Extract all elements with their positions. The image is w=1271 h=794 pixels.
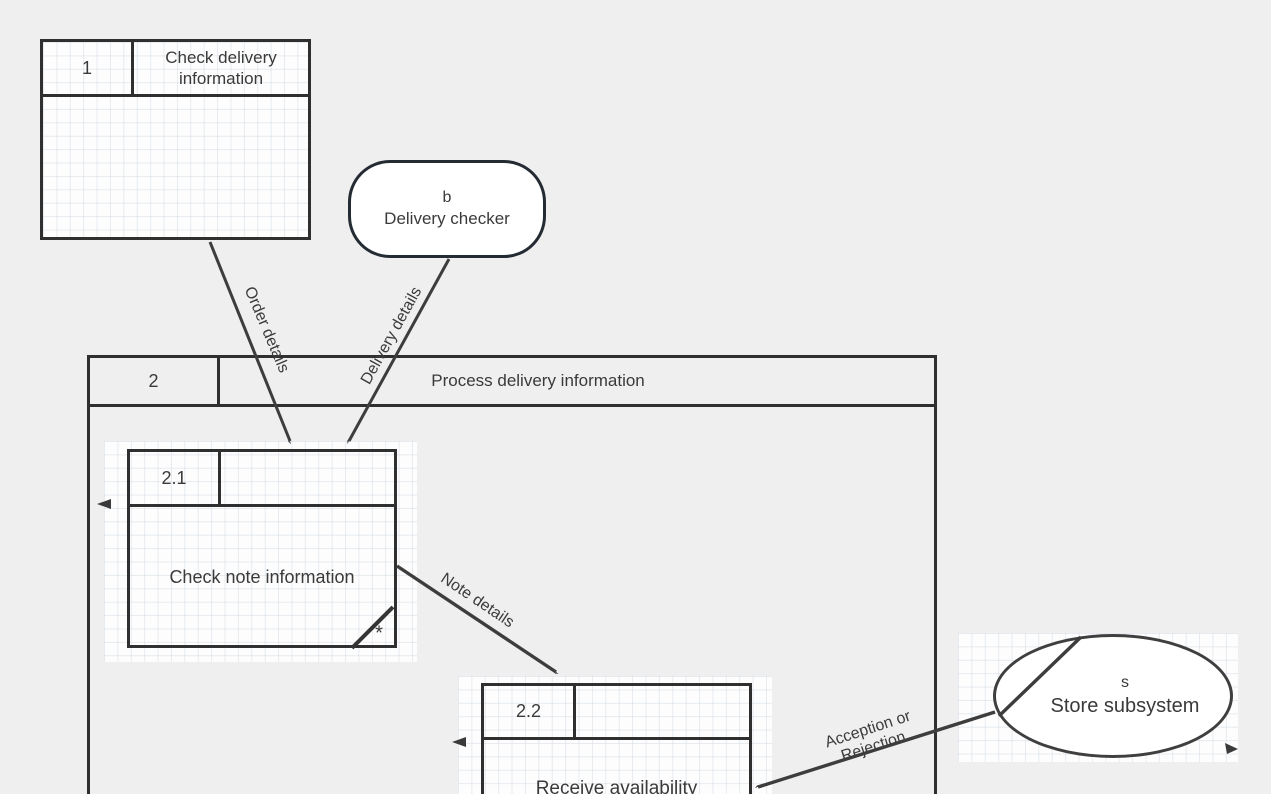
- process-2-1-body: Check note information: [130, 507, 394, 648]
- entity-b-name: Delivery checker: [384, 209, 510, 229]
- process-2-2-header: 2.2: [484, 686, 749, 740]
- process-2-1-body-label: Check note information: [169, 567, 355, 587]
- process-2-title: Process delivery information: [431, 371, 645, 391]
- process-2-1-box: 2.1 Check note information: [127, 449, 397, 648]
- process-2-2-body: Receive availability: [484, 740, 749, 794]
- process-2-2-box: 2.2 Receive availability: [481, 683, 752, 794]
- process-2-1-header: 2.1: [130, 452, 394, 507]
- subsystem-store-ellipse: s Store subsystem: [993, 634, 1233, 758]
- process-2-2-id: 2.2: [484, 686, 576, 737]
- process-2-id: 2: [90, 358, 220, 404]
- process-2-1-asterisk: *: [375, 622, 383, 645]
- subsystem-s-id: s: [1121, 673, 1129, 691]
- entity-b-id: b: [442, 188, 452, 206]
- process-1-id: 1: [43, 42, 134, 94]
- external-entity-delivery-checker: b Delivery checker: [348, 160, 546, 258]
- process-2-1-title: [221, 452, 394, 504]
- process-2-box: 2 Process delivery information: [87, 355, 937, 794]
- process-2-header: 2 Process delivery information: [90, 358, 934, 407]
- process-1-box: 1 Check delivery information: [40, 39, 311, 240]
- process-2-2-title: [576, 686, 749, 737]
- process-1-header: 1 Check delivery information: [43, 42, 308, 97]
- grid-patch-process-2-1: [104, 441, 417, 662]
- process-2-2-body-label: Receive availability: [535, 778, 698, 794]
- grid-patch-process-2-2: [458, 676, 772, 794]
- process-2-1-id: 2.1: [130, 452, 221, 504]
- subsystem-s-name: Store subsystem: [1050, 695, 1200, 718]
- process-1-title: Check delivery information: [165, 47, 277, 88]
